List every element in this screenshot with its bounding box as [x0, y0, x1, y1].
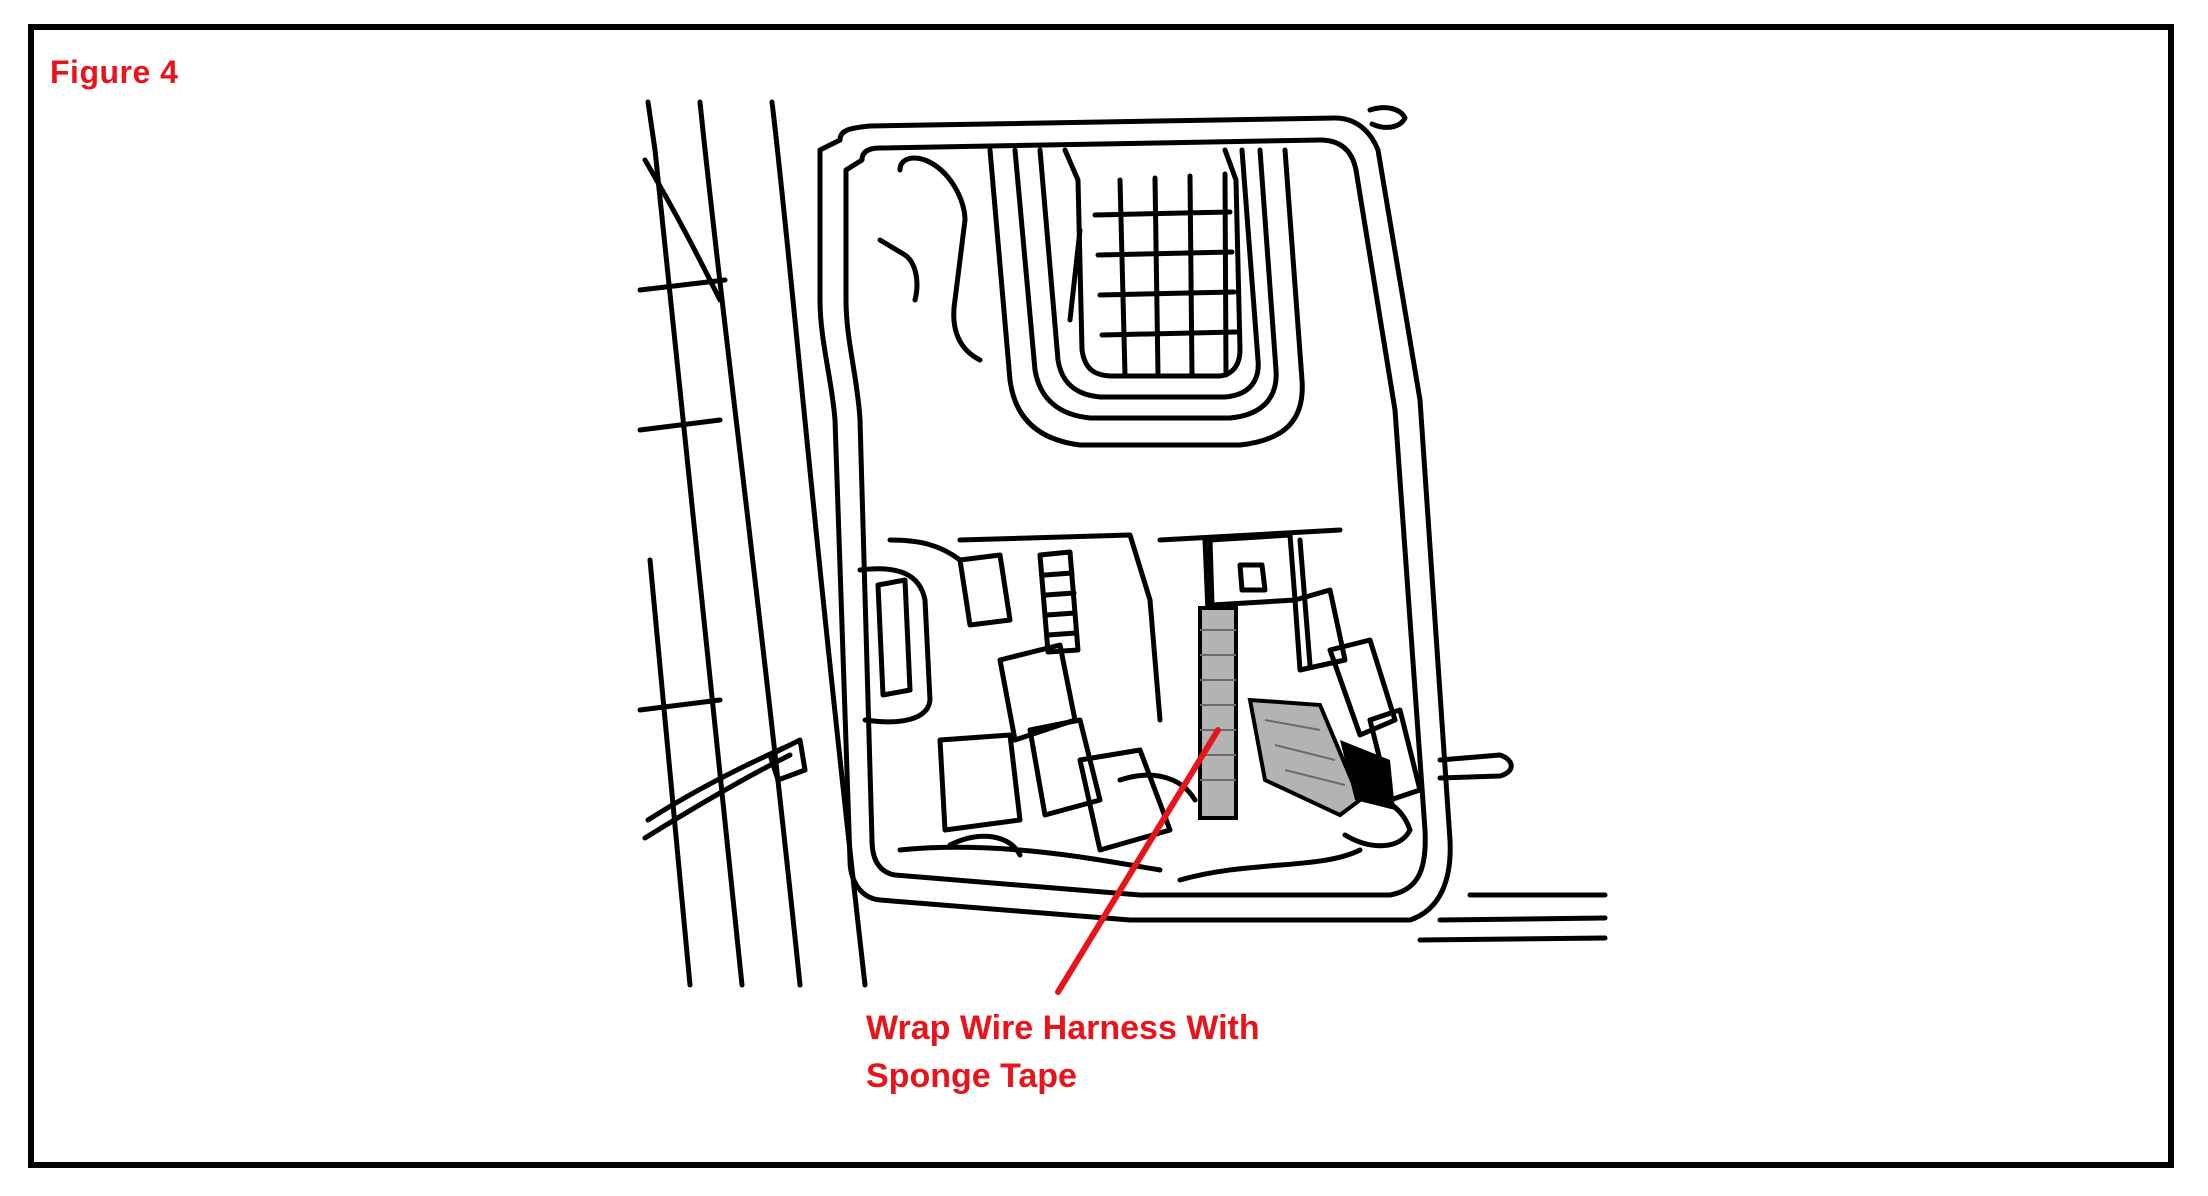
callout-text: Wrap Wire Harness With Sponge Tape	[866, 1004, 1260, 1100]
callout-line-2: Sponge Tape	[866, 1057, 1077, 1095]
figure-label: Figure 4	[50, 54, 179, 90]
callout-leader	[1055, 727, 1221, 995]
panel-linework	[637, 99, 1608, 988]
sponge-tape	[1198, 606, 1395, 820]
callout-line-1: Wrap Wire Harness With	[866, 1009, 1260, 1047]
